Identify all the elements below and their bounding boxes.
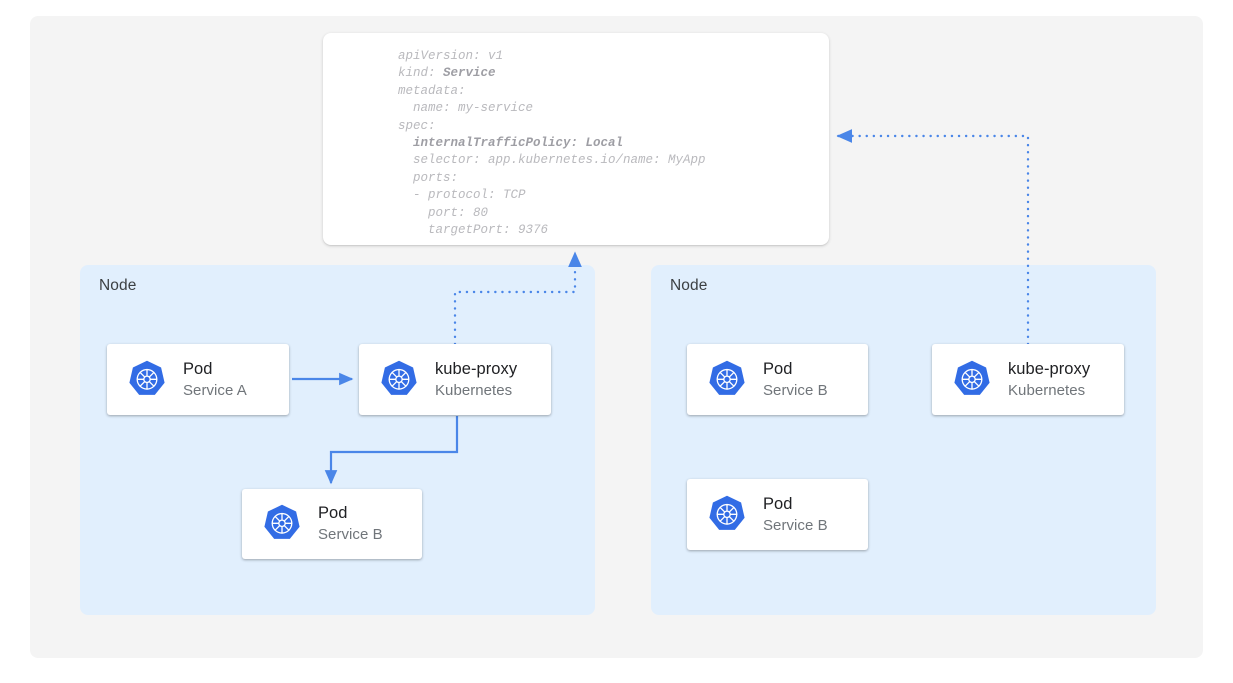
- card-kube-proxy-left[interactable]: kube-proxy Kubernetes: [359, 344, 551, 415]
- kubernetes-icon: [950, 358, 994, 402]
- node-right: Node: [651, 265, 1156, 615]
- card-text: Pod Service B: [763, 359, 828, 401]
- card-title: Pod: [318, 504, 348, 522]
- yaml-line-name: name: my-service: [398, 101, 534, 116]
- yaml-line-ports: ports:: [398, 170, 459, 185]
- service-yaml-manifest: apiVersion: v1 kind: Service metadata: n…: [323, 33, 829, 245]
- card-text: kube-proxy Kubernetes: [435, 359, 517, 401]
- card-text: kube-proxy Kubernetes: [1008, 359, 1090, 401]
- card-pod-service-b-right-1[interactable]: Pod Service B: [687, 344, 868, 415]
- card-text: Pod Service A: [183, 359, 247, 401]
- kubernetes-icon: [377, 358, 421, 402]
- yaml-line-protocol: - protocol: TCP: [398, 188, 526, 203]
- kubernetes-icon: [705, 358, 749, 402]
- kubernetes-icon: [705, 493, 749, 537]
- card-pod-service-b-left[interactable]: Pod Service B: [242, 489, 422, 559]
- card-kube-proxy-right[interactable]: kube-proxy Kubernetes: [932, 344, 1124, 415]
- node-left-label: Node: [99, 277, 137, 294]
- card-pod-service-a[interactable]: Pod Service A: [107, 344, 289, 415]
- yaml-line-spec: spec:: [398, 118, 436, 133]
- service-yaml-code: apiVersion: v1 kind: Service metadata: n…: [398, 48, 706, 239]
- yaml-line-apiversion: apiVersion: v1: [398, 49, 504, 63]
- kubernetes-icon: [125, 358, 169, 402]
- yaml-line-metadata: metadata:: [398, 83, 466, 98]
- node-right-label: Node: [670, 277, 708, 294]
- card-title: Pod: [763, 494, 793, 513]
- card-subtitle: Service B: [318, 526, 383, 543]
- card-subtitle: Kubernetes: [1008, 381, 1086, 399]
- card-title: kube-proxy: [1008, 359, 1091, 378]
- card-text: Pod Service B: [763, 494, 828, 536]
- card-subtitle: Kubernetes: [435, 381, 513, 399]
- card-pod-service-b-right-2[interactable]: Pod Service B: [687, 479, 868, 550]
- yaml-line-selector: selector: app.kubernetes.io/name: MyApp: [398, 153, 706, 168]
- card-subtitle: Service B: [763, 516, 828, 534]
- yaml-line-port: port: 80: [398, 205, 489, 220]
- card-title: Pod: [183, 359, 213, 378]
- yaml-line-internaltrafficpolicy: internalTrafficPolicy: Local: [398, 136, 624, 151]
- node-left: Node: [80, 265, 595, 615]
- yaml-line-targetport: targetPort: 9376: [398, 223, 549, 238]
- card-text: Pod Service B: [318, 503, 383, 545]
- card-title: kube-proxy: [435, 359, 518, 378]
- card-subtitle: Service A: [183, 381, 247, 399]
- yaml-line-kind: kind: Service: [398, 66, 496, 81]
- card-title: Pod: [763, 359, 793, 378]
- card-subtitle: Service B: [763, 381, 828, 399]
- kubernetes-icon: [260, 502, 304, 546]
